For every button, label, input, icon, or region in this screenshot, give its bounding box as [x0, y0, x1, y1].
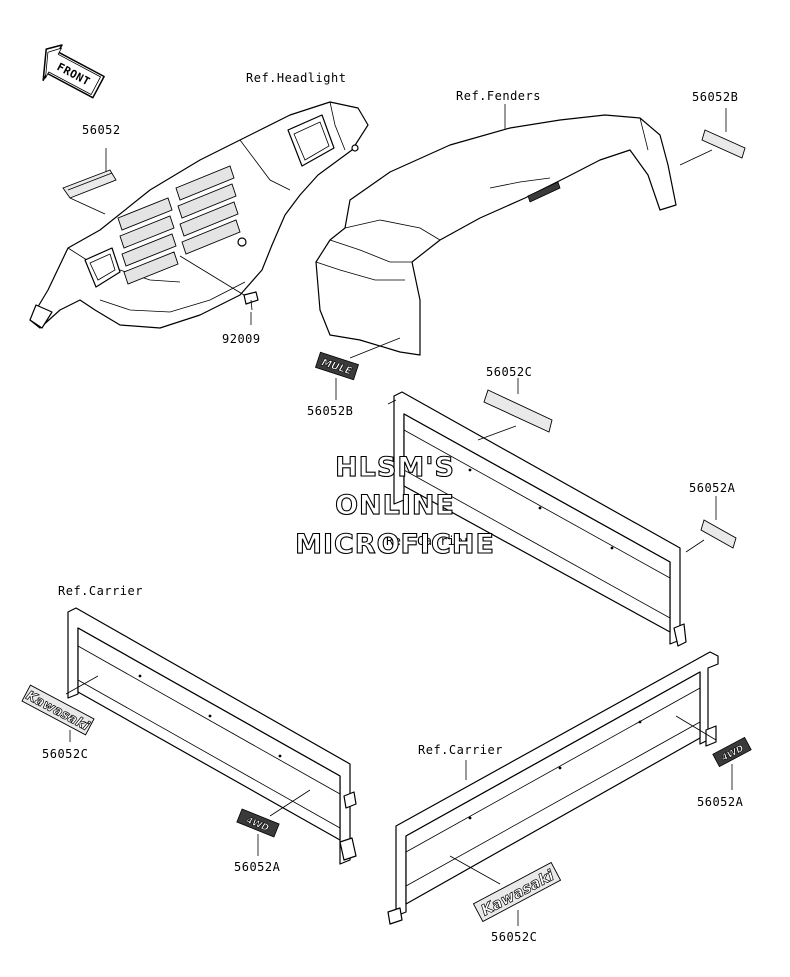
front-arrow-icon: FRONT — [42, 44, 105, 99]
kawasaki-decal-bottom: Kawasaki — [472, 861, 562, 923]
decal-56052b-top — [701, 129, 746, 159]
carrier-panel-bottom — [387, 651, 719, 925]
label-56052b-mid: 56052B — [307, 404, 353, 418]
label-ref-carrier-mid: Ref.Carrier — [386, 534, 471, 548]
watermark-line3: MICROFICHE — [295, 529, 495, 560]
label-92009: 92009 — [222, 332, 261, 346]
grille — [117, 165, 241, 285]
label-56052a-right: 56052A — [689, 481, 736, 495]
four-wd-decal-left: 4WD — [236, 808, 280, 838]
label-56052a-left: 56052A — [234, 860, 281, 874]
label-56052b-top: 56052B — [692, 90, 738, 104]
screw-92009 — [243, 291, 259, 311]
label-56052c-left: 56052C — [42, 747, 88, 761]
decal-56052c-mid — [483, 389, 553, 433]
label-56052c-mid: 56052C — [486, 365, 532, 379]
carrier-panel-left — [67, 607, 357, 865]
label-56052c-bottom: 56052C — [491, 930, 537, 944]
kawasaki-left-text: Kawasaki — [23, 688, 92, 734]
fenders — [315, 114, 677, 356]
label-ref-carrier-left: Ref.Carrier — [58, 584, 143, 598]
four-wd-decal-right: 4WD — [712, 736, 752, 768]
watermark: HLSM'S ONLINE MICROFICHE — [295, 451, 495, 560]
label-ref-headlight: Ref.Headlight — [246, 71, 346, 85]
headlight-cowl — [29, 101, 369, 329]
label-ref-carrier-bottom: Ref.Carrier — [418, 743, 503, 757]
watermark-line1: HLSM'S — [335, 452, 455, 483]
label-56052-top: 56052 — [82, 123, 121, 137]
decal-56052a-right — [700, 519, 737, 549]
mule-decal: MULE — [315, 351, 359, 381]
label-ref-fenders: Ref.Fenders — [456, 89, 541, 103]
label-56052a-bottom: 56052A — [697, 795, 744, 809]
watermark-line2: ONLINE — [335, 490, 455, 521]
carrier-panel-mid — [387, 391, 687, 647]
decal-56052 — [62, 169, 117, 199]
